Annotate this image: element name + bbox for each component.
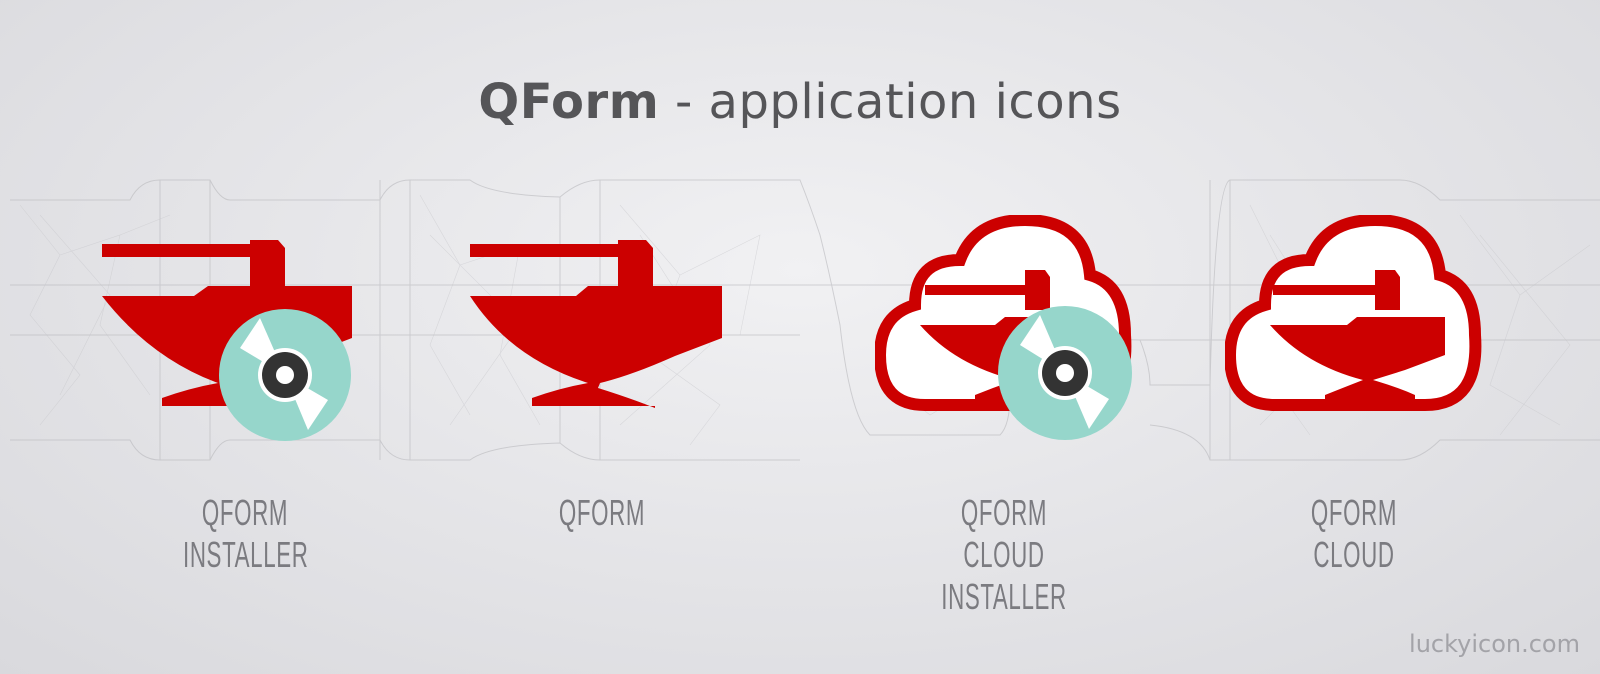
label-qform-installer: QFORM INSTALLER: [183, 492, 309, 575]
qform-cloud-installer-icon[interactable]: [875, 215, 1145, 445]
label-qform-cloud-installer: QFORM CLOUD INSTALLER: [941, 492, 1067, 617]
label-qform-cloud: QFORM CLOUD: [1310, 492, 1398, 575]
disc-icon: [998, 306, 1132, 440]
anvil-hammer-icon: [1270, 270, 1445, 400]
disc-icon: [219, 309, 351, 441]
qform-cloud-icon[interactable]: [1225, 215, 1485, 415]
title-brand: QForm: [478, 74, 660, 130]
page-title: QForm - application icons: [0, 74, 1600, 130]
title-subtitle: - application icons: [659, 74, 1122, 130]
footer-credit: luckyicon.com: [1409, 630, 1580, 658]
qform-icon[interactable]: [470, 238, 730, 418]
qform-installer-icon[interactable]: [100, 238, 360, 448]
cloud-icon: [1225, 215, 1482, 411]
label-qform: QFORM: [558, 492, 646, 533]
anvil-hammer-icon: [470, 240, 722, 408]
